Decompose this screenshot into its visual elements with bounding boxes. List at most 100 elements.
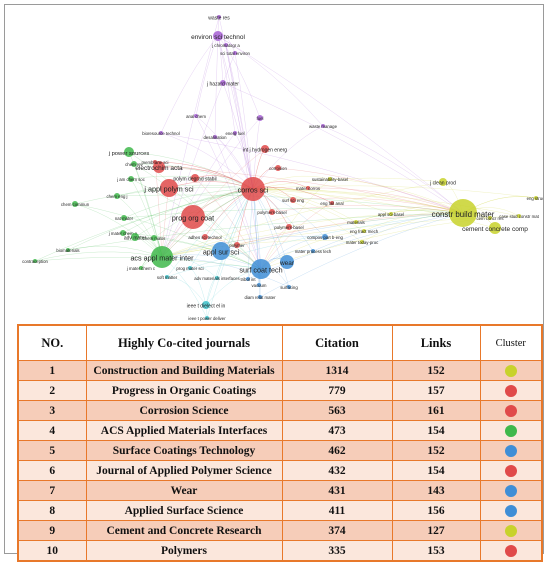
journal-node [213, 135, 217, 139]
co-citation-link [67, 212, 464, 251]
co-citation-link [161, 236, 326, 258]
journal-node [328, 177, 332, 181]
journal-node [205, 316, 209, 320]
co-citation-link [161, 213, 392, 258]
journal-node-label: polymer [229, 243, 245, 248]
co-citation-link [271, 205, 464, 214]
journal-node-label: electrochim acta [135, 165, 183, 172]
journal-node [311, 249, 315, 253]
journal-node [257, 283, 261, 287]
cell-links: 154 [391, 460, 481, 481]
cluster-color-dot [504, 404, 517, 417]
journal-node [489, 222, 501, 234]
journal-node-label: j mater chem c [126, 266, 156, 271]
journal-node-label: polym degrad stabil [173, 176, 216, 182]
co-citation-link [160, 132, 464, 214]
co-citation-link [161, 148, 266, 258]
cell-citation: 462 [281, 440, 393, 461]
cell-no: 8 [17, 500, 87, 521]
cell-cluster [479, 360, 543, 381]
co-citation-link [277, 167, 464, 214]
co-citation-link [252, 188, 464, 214]
journal-node-label: ieee t dielect el in [187, 303, 226, 309]
journal-node [131, 233, 139, 241]
journal-node [362, 229, 366, 233]
journal-node-label: membrane sci [142, 160, 169, 165]
co-citation-link [205, 277, 218, 306]
co-citation-link [217, 35, 464, 214]
journal-node [233, 131, 237, 135]
co-citation-link [260, 230, 365, 270]
journal-node [128, 176, 134, 182]
journal-node [121, 215, 127, 221]
cell-cluster [479, 500, 543, 521]
journal-node-label: acs appl mater inter [130, 254, 194, 263]
cluster-color-dot [504, 444, 517, 457]
cell-citation: 1314 [281, 360, 393, 381]
header-cluster: Cluster [479, 324, 543, 361]
journal-node-label: chem eng j [106, 194, 127, 199]
journal-node-label: bioresource technol [142, 131, 180, 136]
co-citation-link [217, 35, 236, 134]
co-citation-link [116, 184, 254, 197]
co-citation-link [312, 212, 464, 252]
journal-node-label: corrosion [269, 166, 287, 171]
journal-node-label: fuel [257, 116, 264, 121]
journal-node-label: desalination [204, 135, 228, 140]
journal-node [114, 193, 120, 199]
journal-node-label: appl sci-basel [378, 212, 404, 217]
journal-node-label: adv mater [124, 235, 147, 241]
journal-node [251, 259, 271, 279]
journal-node [194, 114, 198, 118]
journal-node-label: int j hydrogen energ [243, 147, 287, 153]
co-citation-link [292, 197, 464, 214]
cell-cluster [479, 420, 543, 441]
journal-node [360, 240, 364, 244]
journal-node-label: chem commun [61, 202, 90, 207]
co-citation-link [217, 35, 324, 127]
cell-citation: 411 [281, 500, 393, 521]
cell-no: 6 [17, 460, 87, 481]
cell-no: 2 [17, 380, 87, 401]
co-citation-link [194, 177, 262, 270]
journal-node-label: cem concr res [477, 216, 504, 221]
co-citation-link [133, 163, 254, 190]
co-citation-link [247, 212, 464, 280]
journal-node [389, 212, 393, 216]
cell-links: 152 [391, 360, 481, 381]
journal-node [213, 31, 223, 41]
journal-node-label: adv materials interfaces [194, 276, 239, 281]
journal-node [258, 295, 262, 299]
journal-node [191, 174, 199, 182]
cell-citation: 374 [281, 520, 393, 541]
co-citation-link [225, 44, 262, 270]
journal-node [124, 147, 134, 157]
journal-node-label: mater today-proc [346, 240, 379, 245]
co-citation-link [122, 232, 262, 270]
journal-node-label: materials [347, 220, 364, 225]
journal-node [449, 199, 477, 227]
cluster-color-dot [504, 484, 517, 497]
cluster-color-dot [504, 524, 517, 537]
co-citation-link [160, 132, 254, 190]
co-citation-link [128, 151, 163, 258]
cluster-color-dot [504, 464, 517, 477]
journal-node-label: eng struct [527, 196, 543, 201]
co-citation-link [222, 82, 464, 214]
cluster-color-dot [504, 544, 517, 557]
co-citation-link [166, 276, 207, 306]
journal-node [151, 246, 173, 268]
co-citation-link [225, 44, 254, 190]
journal-node [517, 214, 521, 218]
journal-node [269, 209, 275, 215]
